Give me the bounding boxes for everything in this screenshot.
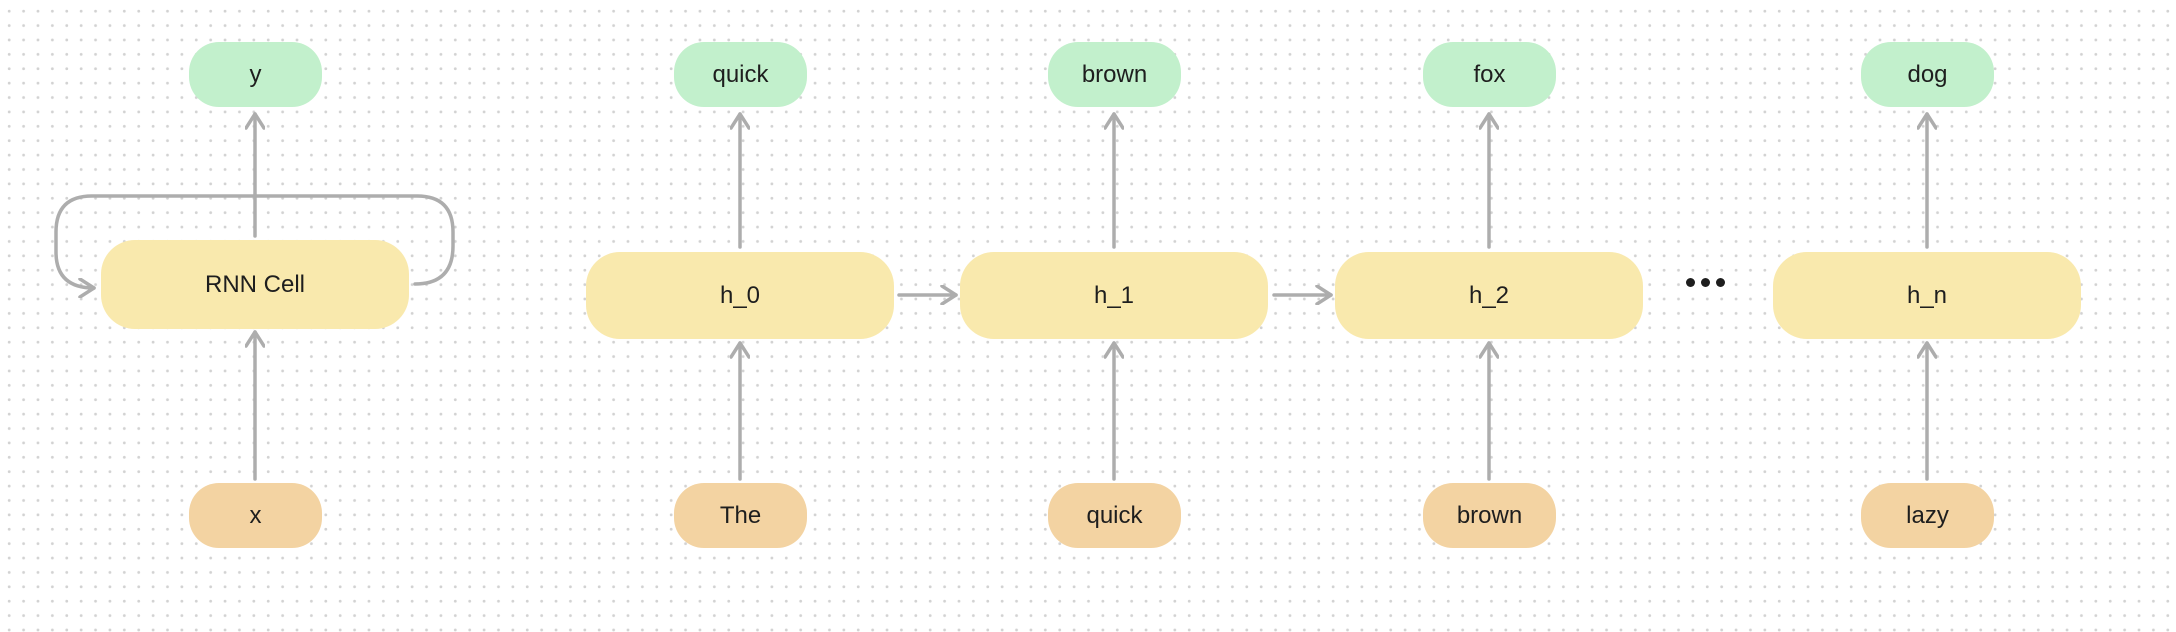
input-node-1: quick bbox=[1048, 483, 1181, 548]
hidden-state-node-0: h_0 bbox=[586, 252, 894, 339]
output-node-3: dog bbox=[1861, 42, 1994, 107]
hidden-state-node-3: h_n bbox=[1773, 252, 2081, 339]
input-node-3: lazy bbox=[1861, 483, 1994, 548]
recurrent-loop-arrow bbox=[54, 194, 455, 288]
folded-input-node: x bbox=[189, 483, 322, 548]
folded-output-node: y bbox=[189, 42, 322, 107]
output-node-1: brown bbox=[1048, 42, 1181, 107]
output-node-0: quick bbox=[674, 42, 807, 107]
ellipsis bbox=[1686, 278, 1725, 287]
hidden-state-node-1: h_1 bbox=[960, 252, 1268, 339]
rnn-cell-node: RNN Cell bbox=[101, 240, 409, 329]
input-node-0: The bbox=[674, 483, 807, 548]
input-node-2: brown bbox=[1423, 483, 1556, 548]
hidden-state-node-2: h_2 bbox=[1335, 252, 1643, 339]
output-node-2: fox bbox=[1423, 42, 1556, 107]
